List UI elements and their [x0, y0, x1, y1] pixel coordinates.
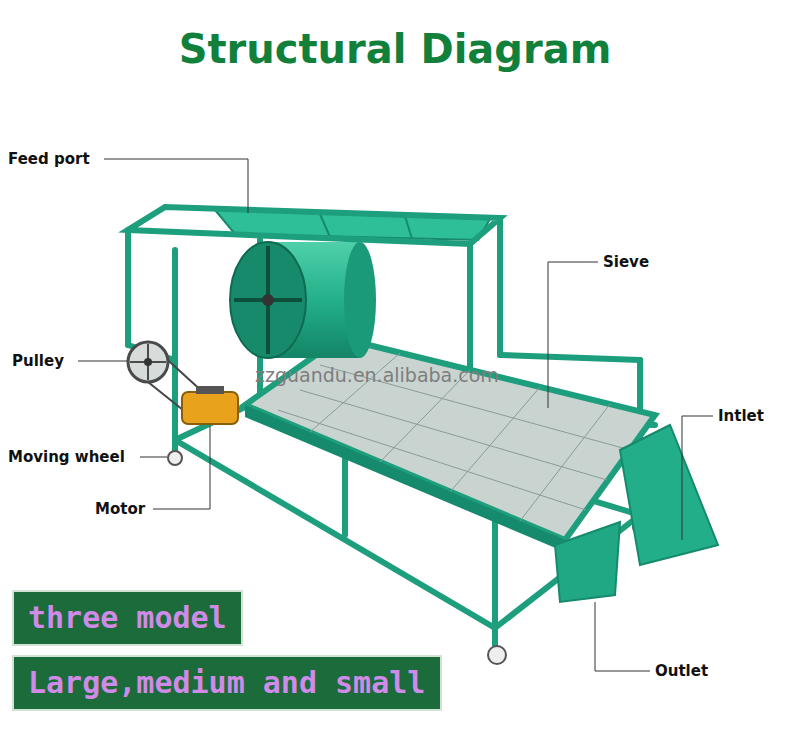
leader-line: [140, 457, 167, 458]
part-label: Feed port: [8, 149, 90, 169]
part-label: Pulley: [12, 351, 64, 371]
leader-line: [104, 159, 248, 213]
part-label: Intlet: [718, 406, 764, 426]
inlet-chute: [620, 425, 718, 565]
box-text: three model: [28, 600, 227, 636]
outlet-chute: [555, 522, 620, 602]
part-label: Outlet: [655, 661, 708, 681]
hopper-partitions: [320, 214, 412, 239]
watermark: zzguandu.en.alibaba.com: [255, 363, 499, 387]
motor: [182, 392, 238, 424]
top-frame: [128, 207, 500, 244]
drum-face: [230, 242, 306, 358]
pulley: [128, 342, 168, 382]
model-box: Large,medium and small: [12, 655, 442, 711]
drum-end: [344, 242, 376, 358]
leader-line: [153, 426, 210, 509]
part-label: Motor: [95, 499, 145, 519]
pulley-hub: [144, 358, 152, 366]
motor-box: [196, 386, 224, 394]
drum-spokes: [234, 246, 302, 354]
frame-leg: [172, 250, 178, 450]
diagram-title: Structural Diagram: [0, 26, 790, 72]
leader-line: [548, 262, 598, 408]
base-frame: [128, 218, 655, 645]
leader-line: [78, 361, 127, 362]
hopper-partition: [405, 216, 412, 239]
model-box: three model: [12, 590, 243, 646]
frame-post: [497, 218, 503, 355]
top-frame-rails: [128, 207, 500, 244]
frame-rail: [500, 355, 640, 360]
part-label: Sieve: [603, 252, 649, 272]
box-text: Large,medium and small: [28, 665, 426, 701]
drum-shaft: [262, 294, 274, 306]
leader-line: [682, 416, 713, 540]
pulley-spokes: [130, 344, 166, 380]
mesh-line: [450, 387, 540, 492]
sieve-side: [245, 405, 565, 552]
mesh-line: [520, 404, 610, 521]
part-label: Moving wheel: [8, 447, 125, 467]
frame-post: [125, 230, 131, 345]
moving-wheel: [168, 451, 182, 465]
hopper-partition: [320, 214, 330, 237]
leader-line: [595, 602, 650, 671]
moving-wheel: [488, 646, 506, 664]
